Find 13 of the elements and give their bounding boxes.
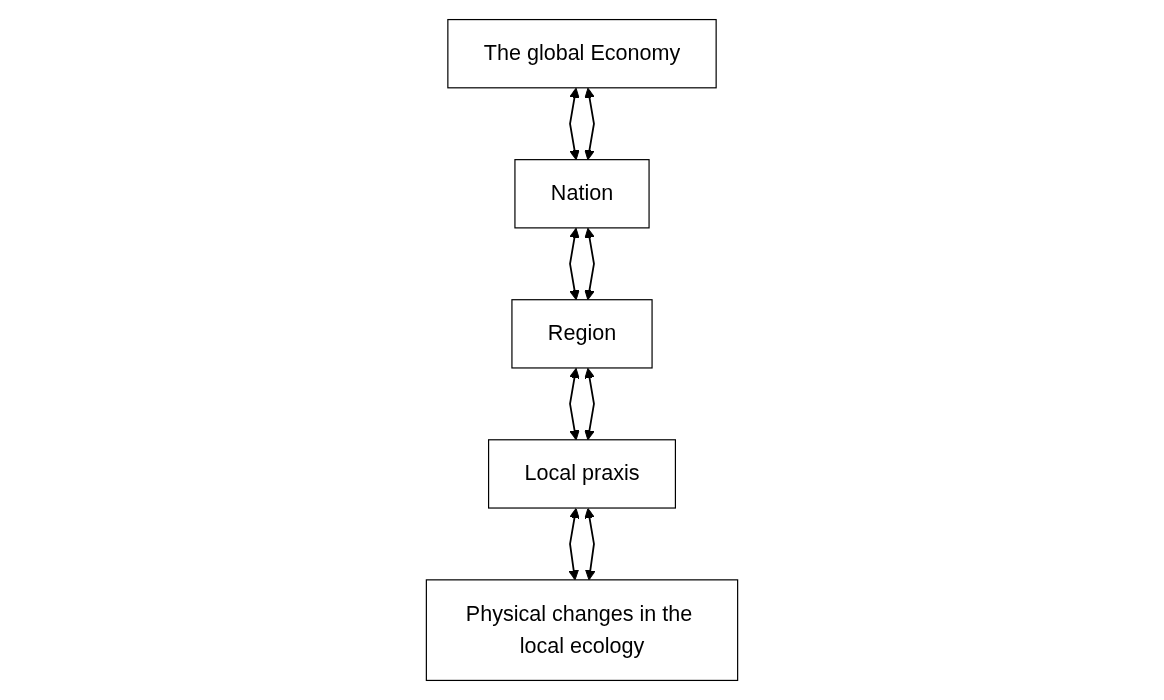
- arrow: [569, 367, 580, 441]
- node-box: Region: [511, 299, 653, 369]
- node-box: Local praxis: [488, 439, 676, 509]
- node-box: The global Economy: [447, 18, 717, 89]
- arrow: [584, 87, 595, 161]
- node-box: Physical changes in the local ecology: [425, 579, 739, 681]
- arrow: [584, 508, 596, 581]
- arrow: [569, 87, 580, 161]
- arrow: [584, 227, 595, 301]
- arrow: [568, 508, 580, 581]
- arrow: [584, 367, 595, 441]
- arrow: [569, 227, 580, 301]
- node-box: Nation: [514, 159, 650, 229]
